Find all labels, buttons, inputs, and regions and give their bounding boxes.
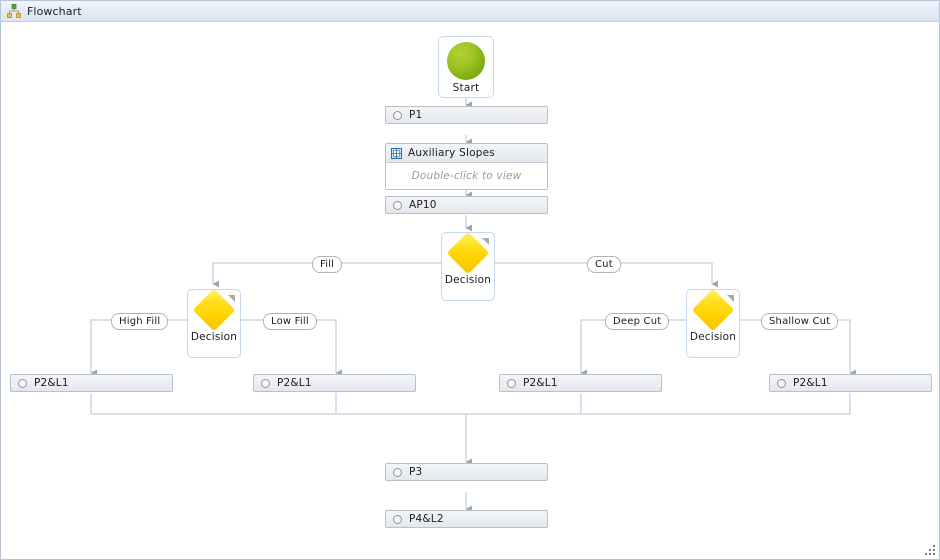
node-decision-fill-label: Decision: [190, 331, 238, 343]
circle-bullet-icon: [777, 378, 786, 388]
subprocess-grid-icon: [391, 147, 402, 159]
node-p1[interactable]: P1: [385, 106, 548, 124]
node-decision-main[interactable]: Decision: [441, 231, 495, 301]
collapse-corner-icon: [228, 295, 235, 302]
circle-bullet-icon: [18, 378, 27, 388]
edge-label-low-fill: Low Fill: [263, 313, 317, 330]
double-click-hint: Double-click to view: [411, 170, 522, 182]
edge-label-shallow-cut: Shallow Cut: [761, 313, 839, 330]
node-p1-label: P1: [409, 109, 423, 121]
flowchart-hierarchy-icon: [7, 4, 21, 18]
node-start[interactable]: Start: [438, 36, 494, 98]
node-p3[interactable]: P3: [385, 463, 548, 481]
flowchart-canvas[interactable]: Start P1 Auxiliary Slopes Double-click t…: [1, 22, 939, 559]
node-p4l2-label: P4&L2: [409, 513, 444, 525]
circle-bullet-icon: [393, 200, 402, 210]
edge-label-deep-cut: Deep Cut: [605, 313, 670, 330]
node-start-label: Start: [452, 82, 480, 94]
collapse-corner-icon: [482, 238, 489, 245]
edge-label-high-fill: High Fill: [111, 313, 169, 330]
edge-label-fill: Fill: [312, 256, 343, 273]
node-p2l1-deep-cut-label: P2&L1: [523, 377, 558, 389]
window-title: Flowchart: [27, 4, 82, 18]
node-p2l1-low-fill-label: P2&L1: [277, 377, 312, 389]
circle-bullet-icon: [393, 514, 402, 524]
node-auxiliary-slopes-body[interactable]: Double-click to view: [386, 163, 547, 189]
node-p3-label: P3: [409, 466, 423, 478]
circle-bullet-icon: [393, 110, 402, 120]
node-decision-cut[interactable]: Decision: [686, 288, 740, 358]
node-decision-fill[interactable]: Decision: [187, 288, 241, 358]
circle-bullet-icon: [507, 378, 516, 388]
node-p2l1-high-fill-label: P2&L1: [34, 377, 69, 389]
node-p2l1-shallow-cut-label: P2&L1: [793, 377, 828, 389]
green-circle-icon: [447, 42, 485, 80]
node-auxiliary-slopes-header: Auxiliary Slopes: [386, 144, 547, 163]
edge-label-cut: Cut: [587, 256, 621, 273]
window-title-bar: Flowchart: [1, 1, 939, 22]
node-auxiliary-slopes[interactable]: Auxiliary Slopes Double-click to view: [385, 143, 548, 190]
node-auxiliary-slopes-label: Auxiliary Slopes: [408, 147, 495, 159]
node-p2l1-deep-cut[interactable]: P2&L1: [499, 374, 662, 392]
resize-grip-icon[interactable]: [924, 544, 936, 556]
node-decision-main-label: Decision: [444, 274, 492, 286]
collapse-corner-icon: [727, 295, 734, 302]
node-p2l1-shallow-cut[interactable]: P2&L1: [769, 374, 932, 392]
node-p4l2[interactable]: P4&L2: [385, 510, 548, 528]
circle-bullet-icon: [393, 467, 402, 477]
circle-bullet-icon: [261, 378, 270, 388]
node-ap10-label: AP10: [409, 199, 437, 211]
node-p2l1-high-fill[interactable]: P2&L1: [10, 374, 173, 392]
node-ap10[interactable]: AP10: [385, 196, 548, 214]
node-decision-cut-label: Decision: [689, 331, 737, 343]
node-p2l1-low-fill[interactable]: P2&L1: [253, 374, 416, 392]
